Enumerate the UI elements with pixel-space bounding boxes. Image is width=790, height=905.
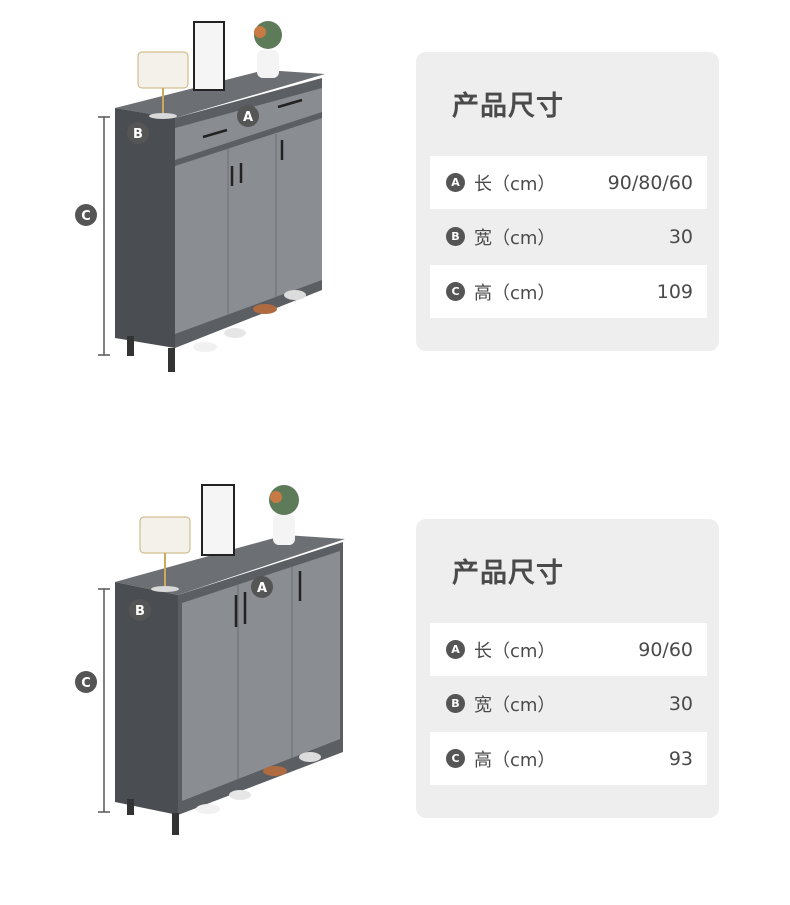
row-value: 93: [668, 747, 693, 770]
row-value: 90/80/60: [607, 171, 693, 194]
badge-b: B: [446, 694, 465, 713]
size-row-height: C 高（cm） 93: [430, 732, 707, 785]
marker-a: A: [243, 110, 253, 125]
size-row-width: B 宽（cm） 30: [430, 210, 707, 263]
row-value: 30: [668, 692, 693, 715]
marker-b: B: [135, 604, 145, 619]
row-value: 30: [668, 225, 693, 248]
marker-a: A: [257, 581, 267, 596]
card-title: 产品尺寸: [452, 558, 564, 589]
marker-c: C: [81, 676, 91, 691]
row-label: 宽（cm）: [474, 694, 556, 716]
row-label: 高（cm）: [474, 749, 556, 771]
row-value: 90/60: [638, 638, 693, 661]
size-row-height: C 高（cm） 109: [430, 265, 707, 318]
size-row-length: A 长（cm） 90/60: [430, 623, 707, 676]
cabinet-drawer-svg: A B C: [75, 21, 325, 372]
badge-b: B: [446, 227, 465, 246]
marker-c: C: [81, 209, 91, 224]
marker-b: B: [133, 127, 143, 142]
card-title: 产品尺寸: [452, 91, 564, 122]
cabinet-doors-svg: A B C: [75, 484, 345, 835]
badge-c: C: [446, 282, 465, 301]
size-card-1: 产品尺寸 A 长（cm） 90/80/60 B 宽（cm） 30 C 高（cm）…: [416, 52, 719, 351]
badge-a: A: [446, 173, 465, 192]
size-card-2: 产品尺寸 A 长（cm） 90/60 B 宽（cm） 30 C 高（cm） 93: [416, 519, 719, 818]
badge-a: A: [446, 640, 465, 659]
row-label: 长（cm）: [474, 173, 556, 195]
size-row-width: B 宽（cm） 30: [430, 677, 707, 730]
cabinet-illustration-with-drawer: A B C: [60, 0, 360, 400]
row-label: 宽（cm）: [474, 227, 556, 249]
cabinet-illustration-three-door: A B C: [60, 467, 360, 867]
badge-c: C: [446, 749, 465, 768]
size-row-length: A 长（cm） 90/80/60: [430, 156, 707, 209]
row-label: 长（cm）: [474, 640, 556, 662]
row-value: 109: [656, 280, 693, 303]
dimension-section-1: A B C 产品尺寸 A 长（cm） 90/80/60 B 宽（cm） 30 C…: [0, 0, 790, 438]
row-label: 高（cm）: [474, 282, 556, 304]
dimension-section-2: A B C 产品尺寸 A 长（cm） 90/60 B 宽（cm） 30 C 高（…: [0, 467, 790, 905]
